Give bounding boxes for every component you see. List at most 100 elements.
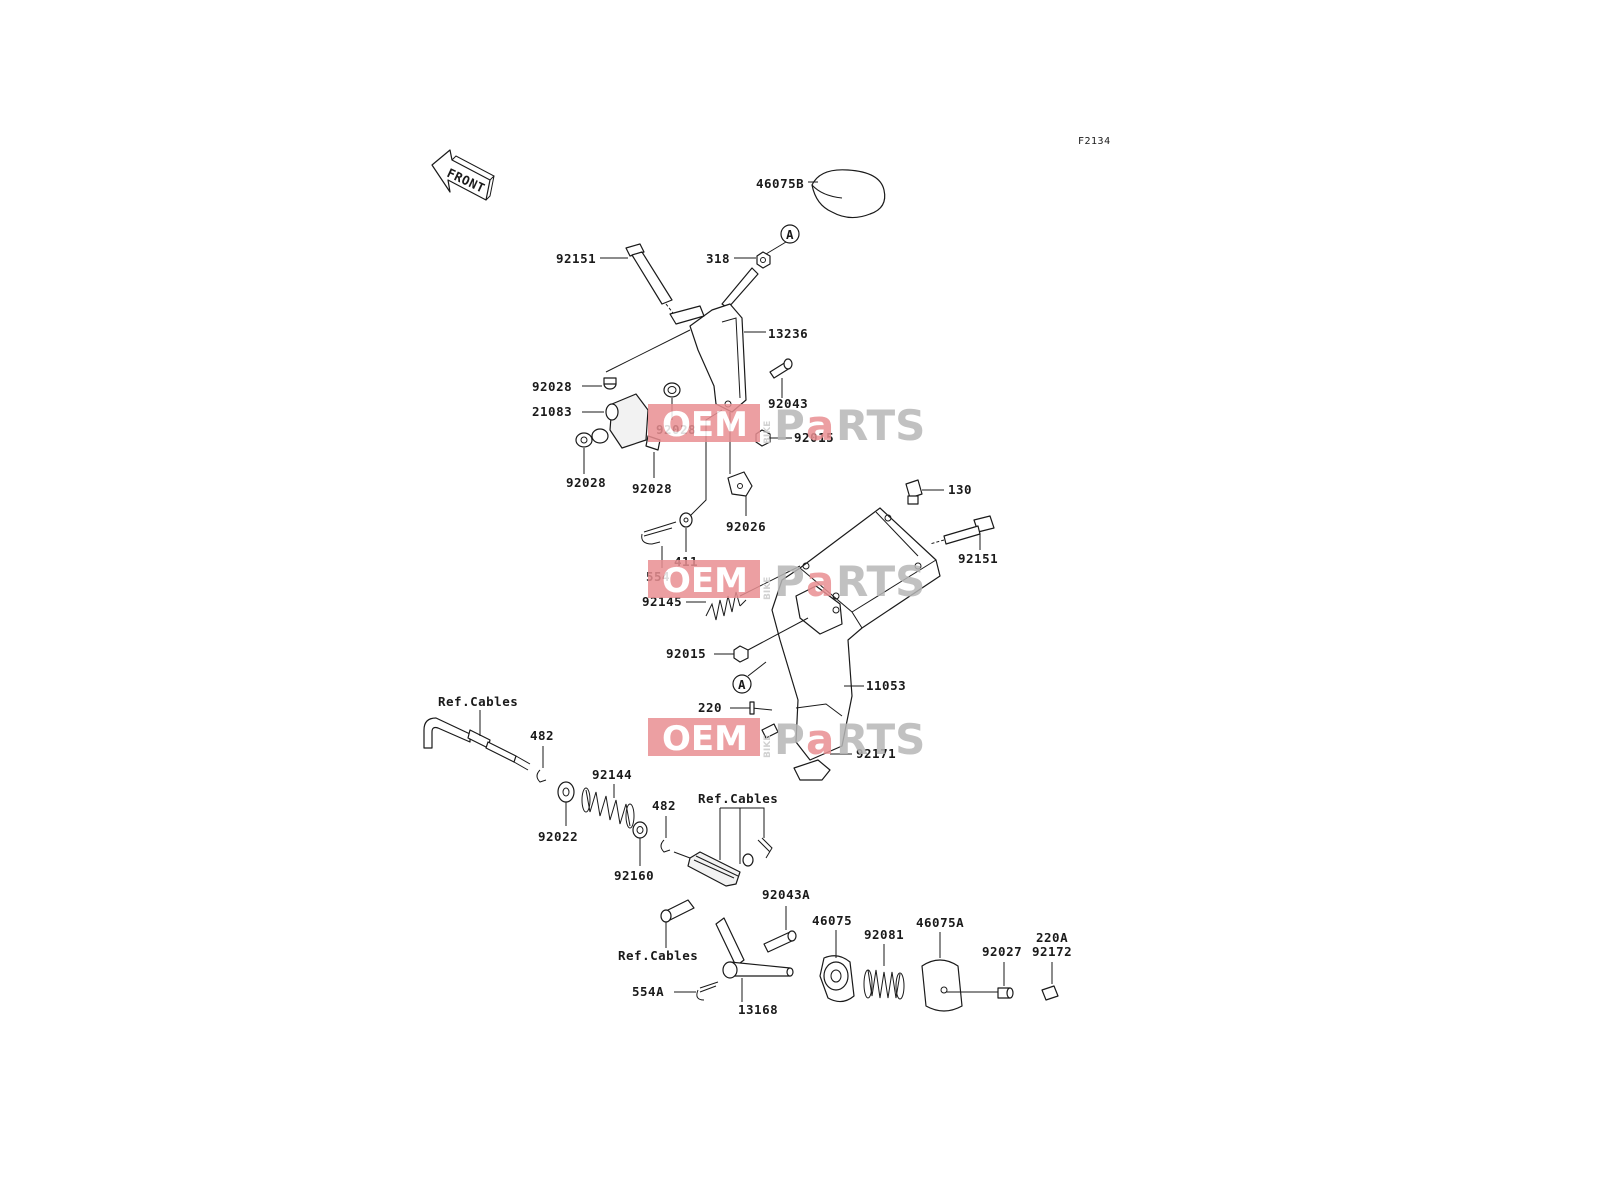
clip-92171 — [793, 759, 831, 781]
bracket-upper — [669, 305, 705, 325]
washer-411 — [679, 512, 693, 528]
leader-nut-to-bracket — [747, 617, 809, 651]
svg-text:OEM: OEM — [662, 561, 748, 601]
pad-46075a — [921, 959, 963, 1012]
label-refcables-lower: Ref.Cables — [618, 948, 698, 963]
svg-text:RTS: RTS — [836, 557, 925, 606]
clip-482-b — [660, 839, 671, 853]
bolt-92151-lower — [929, 515, 995, 545]
svg-text:P: P — [774, 401, 805, 450]
clip-482-a — [536, 769, 547, 783]
callout-a-lower: A — [732, 674, 752, 694]
label-220a: 220A — [1036, 930, 1068, 945]
label-11053: 11053 — [866, 678, 906, 693]
label-92022: 92022 — [538, 829, 578, 844]
bushing-92028-b — [663, 382, 681, 398]
label-92028-a: 92028 — [532, 379, 572, 394]
svg-text:BIKE: BIKE — [763, 735, 773, 758]
watermark-2: OEM BIKE P a RTS — [648, 557, 925, 606]
label-refcables-mid: Ref.Cables — [698, 791, 778, 806]
label-92028-c: 92028 — [566, 475, 606, 490]
label-46075a: 46075A — [916, 915, 964, 930]
pin-refcables-lower — [660, 899, 695, 923]
pin-92043 — [769, 358, 793, 379]
svg-text:BIKE: BIKE — [763, 421, 773, 444]
spring-92144 — [581, 787, 635, 829]
nut-92015-lower — [733, 645, 749, 663]
label-92151-lower: 92151 — [958, 551, 998, 566]
label-13168: 13168 — [738, 1002, 778, 1017]
label-220: 220 — [698, 700, 722, 715]
collar-92160 — [632, 821, 648, 839]
bracket-11053 — [771, 507, 941, 761]
leader-callout-a — [765, 241, 787, 255]
svg-text:BIKE: BIKE — [763, 577, 773, 600]
label-130: 130 — [948, 482, 972, 497]
label-92160: 92160 — [614, 868, 654, 883]
label-92151-upper: 92151 — [556, 251, 596, 266]
cotter-pin-554 — [641, 521, 677, 545]
label-482-b: 482 — [652, 798, 676, 813]
leader-bushing-group — [605, 329, 691, 373]
label-46075: 46075 — [812, 913, 852, 928]
label-92172: 92172 — [1032, 944, 1072, 959]
bolt-92151-upper — [625, 243, 681, 323]
label-92144: 92144 — [592, 767, 632, 782]
washer-92022 — [557, 781, 575, 803]
collar-92027 — [997, 987, 1014, 999]
svg-text:a: a — [806, 715, 834, 764]
label-refcables-left: Ref.Cables — [438, 694, 518, 709]
label-92028-d: 92028 — [632, 481, 672, 496]
svg-text:P: P — [774, 557, 805, 606]
washer-92028-c — [575, 432, 593, 448]
svg-text:a: a — [806, 557, 834, 606]
label-92043: 92043 — [768, 396, 808, 411]
label-92043a: 92043A — [762, 887, 810, 902]
label-21083: 21083 — [532, 404, 572, 419]
spring-92145 — [705, 591, 747, 621]
pin-220 — [749, 701, 773, 715]
callout-a-top: A — [780, 224, 800, 244]
callout-a-top-label: A — [786, 227, 794, 242]
callout-a-lower-label: A — [738, 677, 746, 692]
cable-ref-left — [423, 717, 531, 771]
svg-text:P: P — [774, 715, 805, 764]
label-318: 318 — [706, 251, 730, 266]
front-arrow-icon: FRONT — [431, 149, 495, 201]
bushing-92028-a — [603, 377, 617, 390]
label-92015-lower: 92015 — [666, 646, 706, 661]
label-92026: 92026 — [726, 519, 766, 534]
label-92015-upper: 92015 — [794, 430, 834, 445]
watermark-1: OEM BIKE P a RTS — [648, 401, 925, 450]
svg-text:RTS: RTS — [836, 715, 925, 764]
screw-92172 — [1041, 985, 1059, 1001]
lever-13236 — [689, 267, 759, 413]
spring-92081 — [863, 969, 905, 1000]
label-13236: 13236 — [768, 326, 808, 341]
pin-92043a — [763, 930, 797, 953]
cotter-pin-mid — [757, 837, 773, 859]
cotter-pin-554a — [696, 981, 719, 1001]
pad-92171-ref — [761, 723, 779, 739]
svg-text:a: a — [806, 401, 834, 450]
label-92027: 92027 — [982, 944, 1022, 959]
label-46075b: 46075B — [756, 176, 804, 191]
leader-482-b-to-connector — [673, 851, 691, 859]
knob-46075b — [811, 169, 886, 219]
washer-small-mid — [742, 853, 754, 867]
label-482-a: 482 — [530, 728, 554, 743]
label-554a: 554A — [632, 984, 664, 999]
nut-318 — [756, 251, 771, 269]
leader-refcables-mid — [719, 807, 765, 864]
lever-13168 — [715, 917, 794, 979]
cable-connector — [687, 851, 741, 887]
svg-text:OEM: OEM — [662, 719, 748, 759]
bracket-92026 — [727, 471, 753, 497]
bolt-130 — [905, 479, 923, 505]
label-92081: 92081 — [864, 927, 904, 942]
pedal-46075 — [819, 955, 855, 1003]
leader-callout-a-lower — [747, 661, 767, 677]
svg-text:OEM: OEM — [662, 405, 748, 445]
watermark-3: OEM BIKE P a RTS — [648, 715, 925, 764]
